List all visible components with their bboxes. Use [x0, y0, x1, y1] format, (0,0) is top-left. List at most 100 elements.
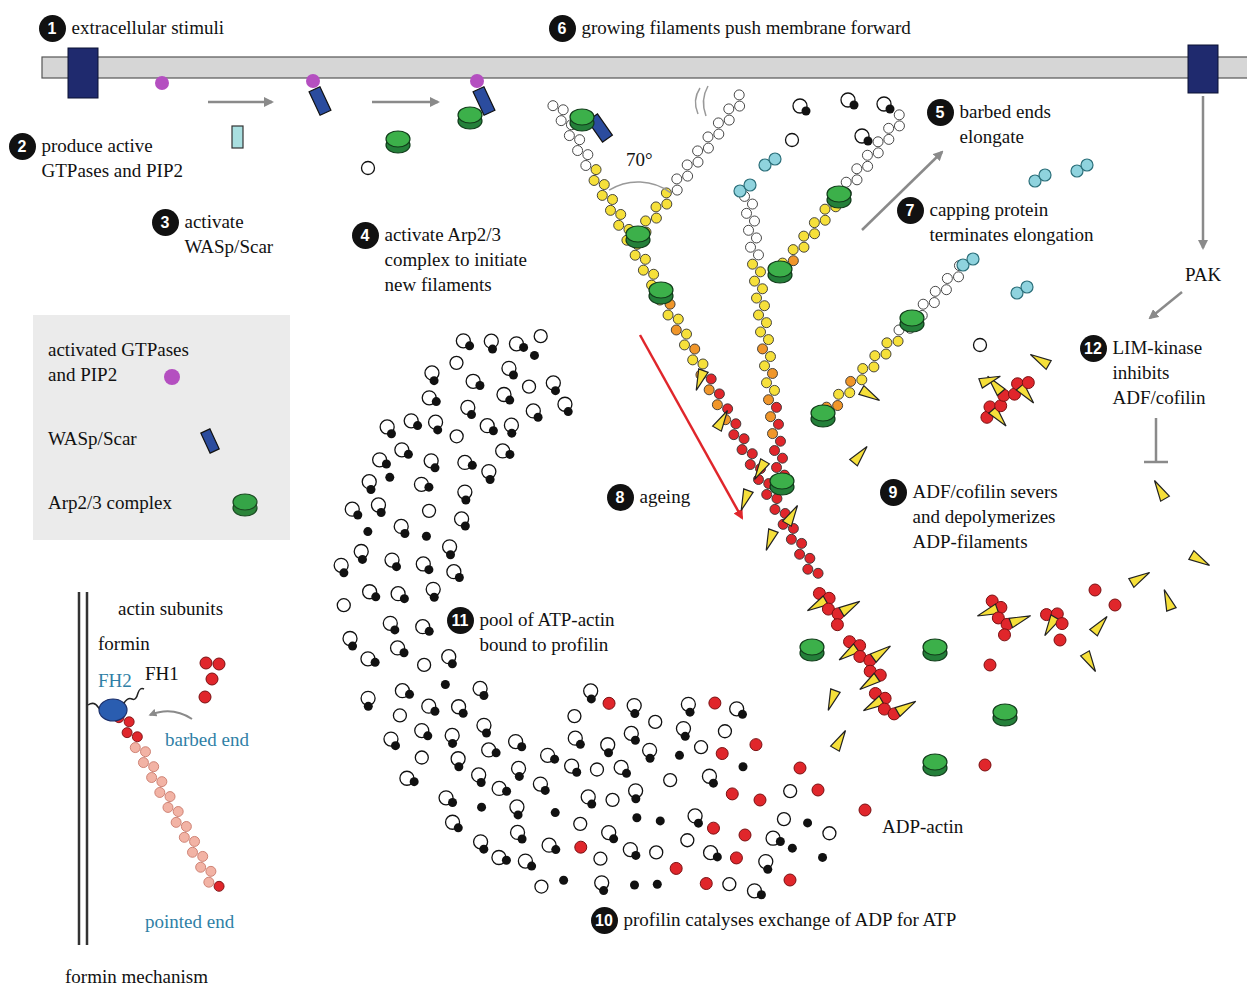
arp23-complex	[386, 131, 410, 153]
arp23-complex	[458, 107, 482, 129]
profilin-actin	[422, 699, 440, 716]
profilin-actin	[533, 777, 549, 795]
adp-actin	[603, 697, 615, 709]
profilin-actin	[542, 838, 560, 854]
callout-number: 8	[607, 484, 634, 511]
profilin-actin	[416, 620, 434, 636]
profilin-actin	[400, 771, 419, 786]
push-mark	[703, 86, 708, 116]
atp-actin	[786, 134, 799, 147]
profilin	[551, 808, 560, 817]
profilin	[653, 880, 662, 889]
profilin	[422, 532, 431, 541]
atp-actin	[523, 380, 536, 393]
profilin-actin	[526, 404, 542, 422]
end-label: pointed end	[145, 911, 234, 933]
profilin	[441, 680, 450, 689]
arp23-complex	[923, 639, 947, 661]
actin-filament	[740, 191, 790, 489]
adp-actin	[1056, 618, 1068, 630]
profilin-actin	[425, 366, 439, 385]
arrow	[1202, 96, 1205, 248]
callout-number: 12	[1080, 335, 1107, 362]
profilin-actin	[473, 681, 488, 700]
cofilin	[1150, 478, 1169, 501]
actin-subunit	[206, 673, 218, 685]
capping-protein	[734, 179, 756, 197]
profilin	[739, 762, 748, 771]
legend-swatch	[157, 364, 187, 390]
profilin-actin	[855, 129, 873, 146]
atp-actin	[418, 658, 431, 671]
actin-subunit	[199, 691, 211, 703]
profilin-actin	[509, 735, 527, 752]
callout: 11pool of ATP-actin bound to profilin	[447, 607, 650, 657]
atp-actin	[362, 162, 375, 175]
legend-item: WASp/Scar	[48, 426, 258, 454]
callout: 5barbed ends elongate	[927, 99, 1075, 149]
profilin-actin	[730, 702, 747, 719]
callout-text: activate WASp/Scar	[185, 209, 295, 259]
profilin-actin	[581, 790, 596, 809]
callout-text: activate Arp2/3 complex to initiate new …	[385, 222, 560, 297]
profilin-actin	[477, 718, 491, 737]
callout-number: 9	[880, 479, 907, 506]
profilin-actin	[518, 854, 536, 870]
atp-actin	[574, 817, 587, 830]
membrane-wall	[78, 592, 81, 945]
arp23-complex	[570, 109, 594, 131]
callout-text: ageing	[640, 484, 691, 509]
receptor	[1188, 45, 1218, 93]
inhibition-line	[1155, 418, 1158, 462]
profilin	[818, 853, 827, 862]
callout-number: 5	[927, 99, 954, 126]
profilin-actin	[841, 93, 859, 110]
capping-protein	[1011, 281, 1033, 299]
receptor	[68, 48, 98, 98]
end-label: barbed end	[165, 729, 249, 751]
atp-actin	[450, 356, 463, 369]
cofilin	[737, 489, 754, 512]
legend-swatch	[195, 428, 225, 454]
profilin-actin	[747, 884, 765, 899]
callout-number: 3	[152, 209, 179, 236]
profilin-actin	[371, 498, 385, 517]
adp-actin	[812, 784, 824, 796]
cofilin	[895, 697, 918, 716]
adp-actin	[754, 794, 766, 806]
cofilin	[831, 728, 850, 751]
profilin-actin	[558, 397, 573, 416]
atp-actin	[664, 774, 677, 787]
atp-actin	[649, 715, 662, 728]
arp23-complex	[900, 310, 924, 332]
profilin-actin	[461, 400, 476, 419]
addition-arrow	[150, 711, 192, 719]
arp23-complex	[827, 186, 851, 208]
adp-actin	[998, 629, 1010, 641]
actin-filament	[778, 110, 905, 279]
profilin-actin	[391, 641, 409, 657]
profilin-actin	[502, 361, 518, 379]
profilin-actin	[546, 376, 560, 395]
atp-actin	[415, 751, 428, 764]
profilin-actin	[416, 557, 433, 574]
profilin	[477, 803, 486, 812]
callout: 3activate WASp/Scar	[152, 209, 295, 259]
atp-actin	[450, 430, 463, 443]
profilin-actin	[601, 738, 615, 757]
cofilin	[870, 642, 893, 662]
profilin	[385, 473, 394, 482]
profilin-actin	[391, 587, 409, 603]
membrane-wall	[86, 592, 89, 945]
callout-number: 10	[591, 907, 618, 934]
callout-text: produce active GTPases and PIP2	[42, 133, 207, 183]
profilin-actin	[424, 454, 439, 473]
push-mark	[695, 88, 700, 114]
capping-protein	[957, 253, 979, 271]
profilin-actin	[492, 851, 511, 865]
arp23-complex	[649, 282, 673, 304]
callout-text: LIM-kinase inhibits ADF/cofilin	[1113, 335, 1218, 410]
profilin-actin	[541, 748, 560, 763]
cofilin	[1189, 551, 1212, 570]
adp-actin	[739, 829, 751, 841]
